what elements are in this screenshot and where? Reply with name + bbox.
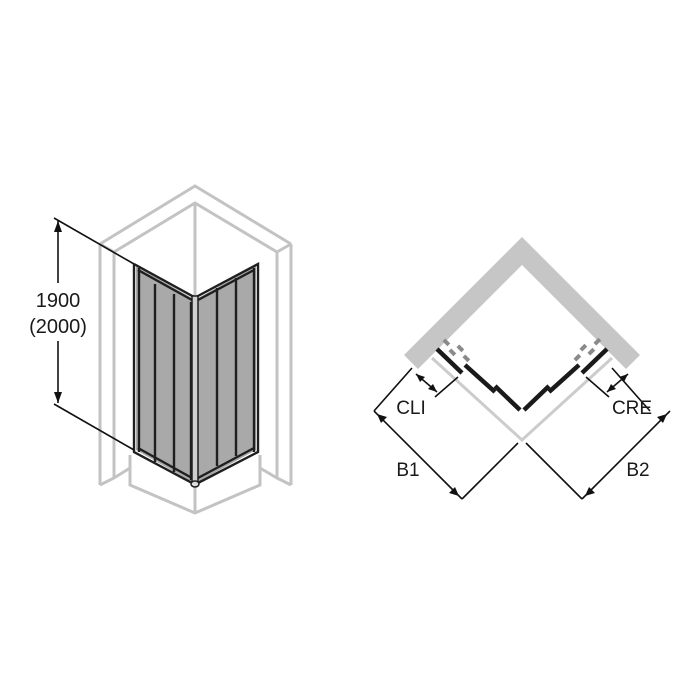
plan-walls	[404, 237, 640, 369]
plan-tray-outline	[430, 356, 614, 443]
height-label: 1900	[36, 290, 81, 312]
b1-label: B1	[396, 460, 419, 481]
height-dimension	[53, 217, 135, 451]
plan-wall-profiles	[442, 337, 602, 363]
plan-right-doors	[522, 347, 609, 412]
plan-left-doors	[435, 347, 522, 412]
right-glass-panel	[198, 266, 256, 482]
shower-enclosure	[132, 262, 260, 488]
plan-dimensions	[373, 367, 671, 500]
cli-label: CLI	[396, 398, 426, 419]
cre-label: CRE	[612, 398, 652, 419]
height-alt-label: (2000)	[29, 316, 87, 338]
left-glass-panel	[136, 266, 192, 482]
b2-label: B2	[626, 460, 649, 481]
